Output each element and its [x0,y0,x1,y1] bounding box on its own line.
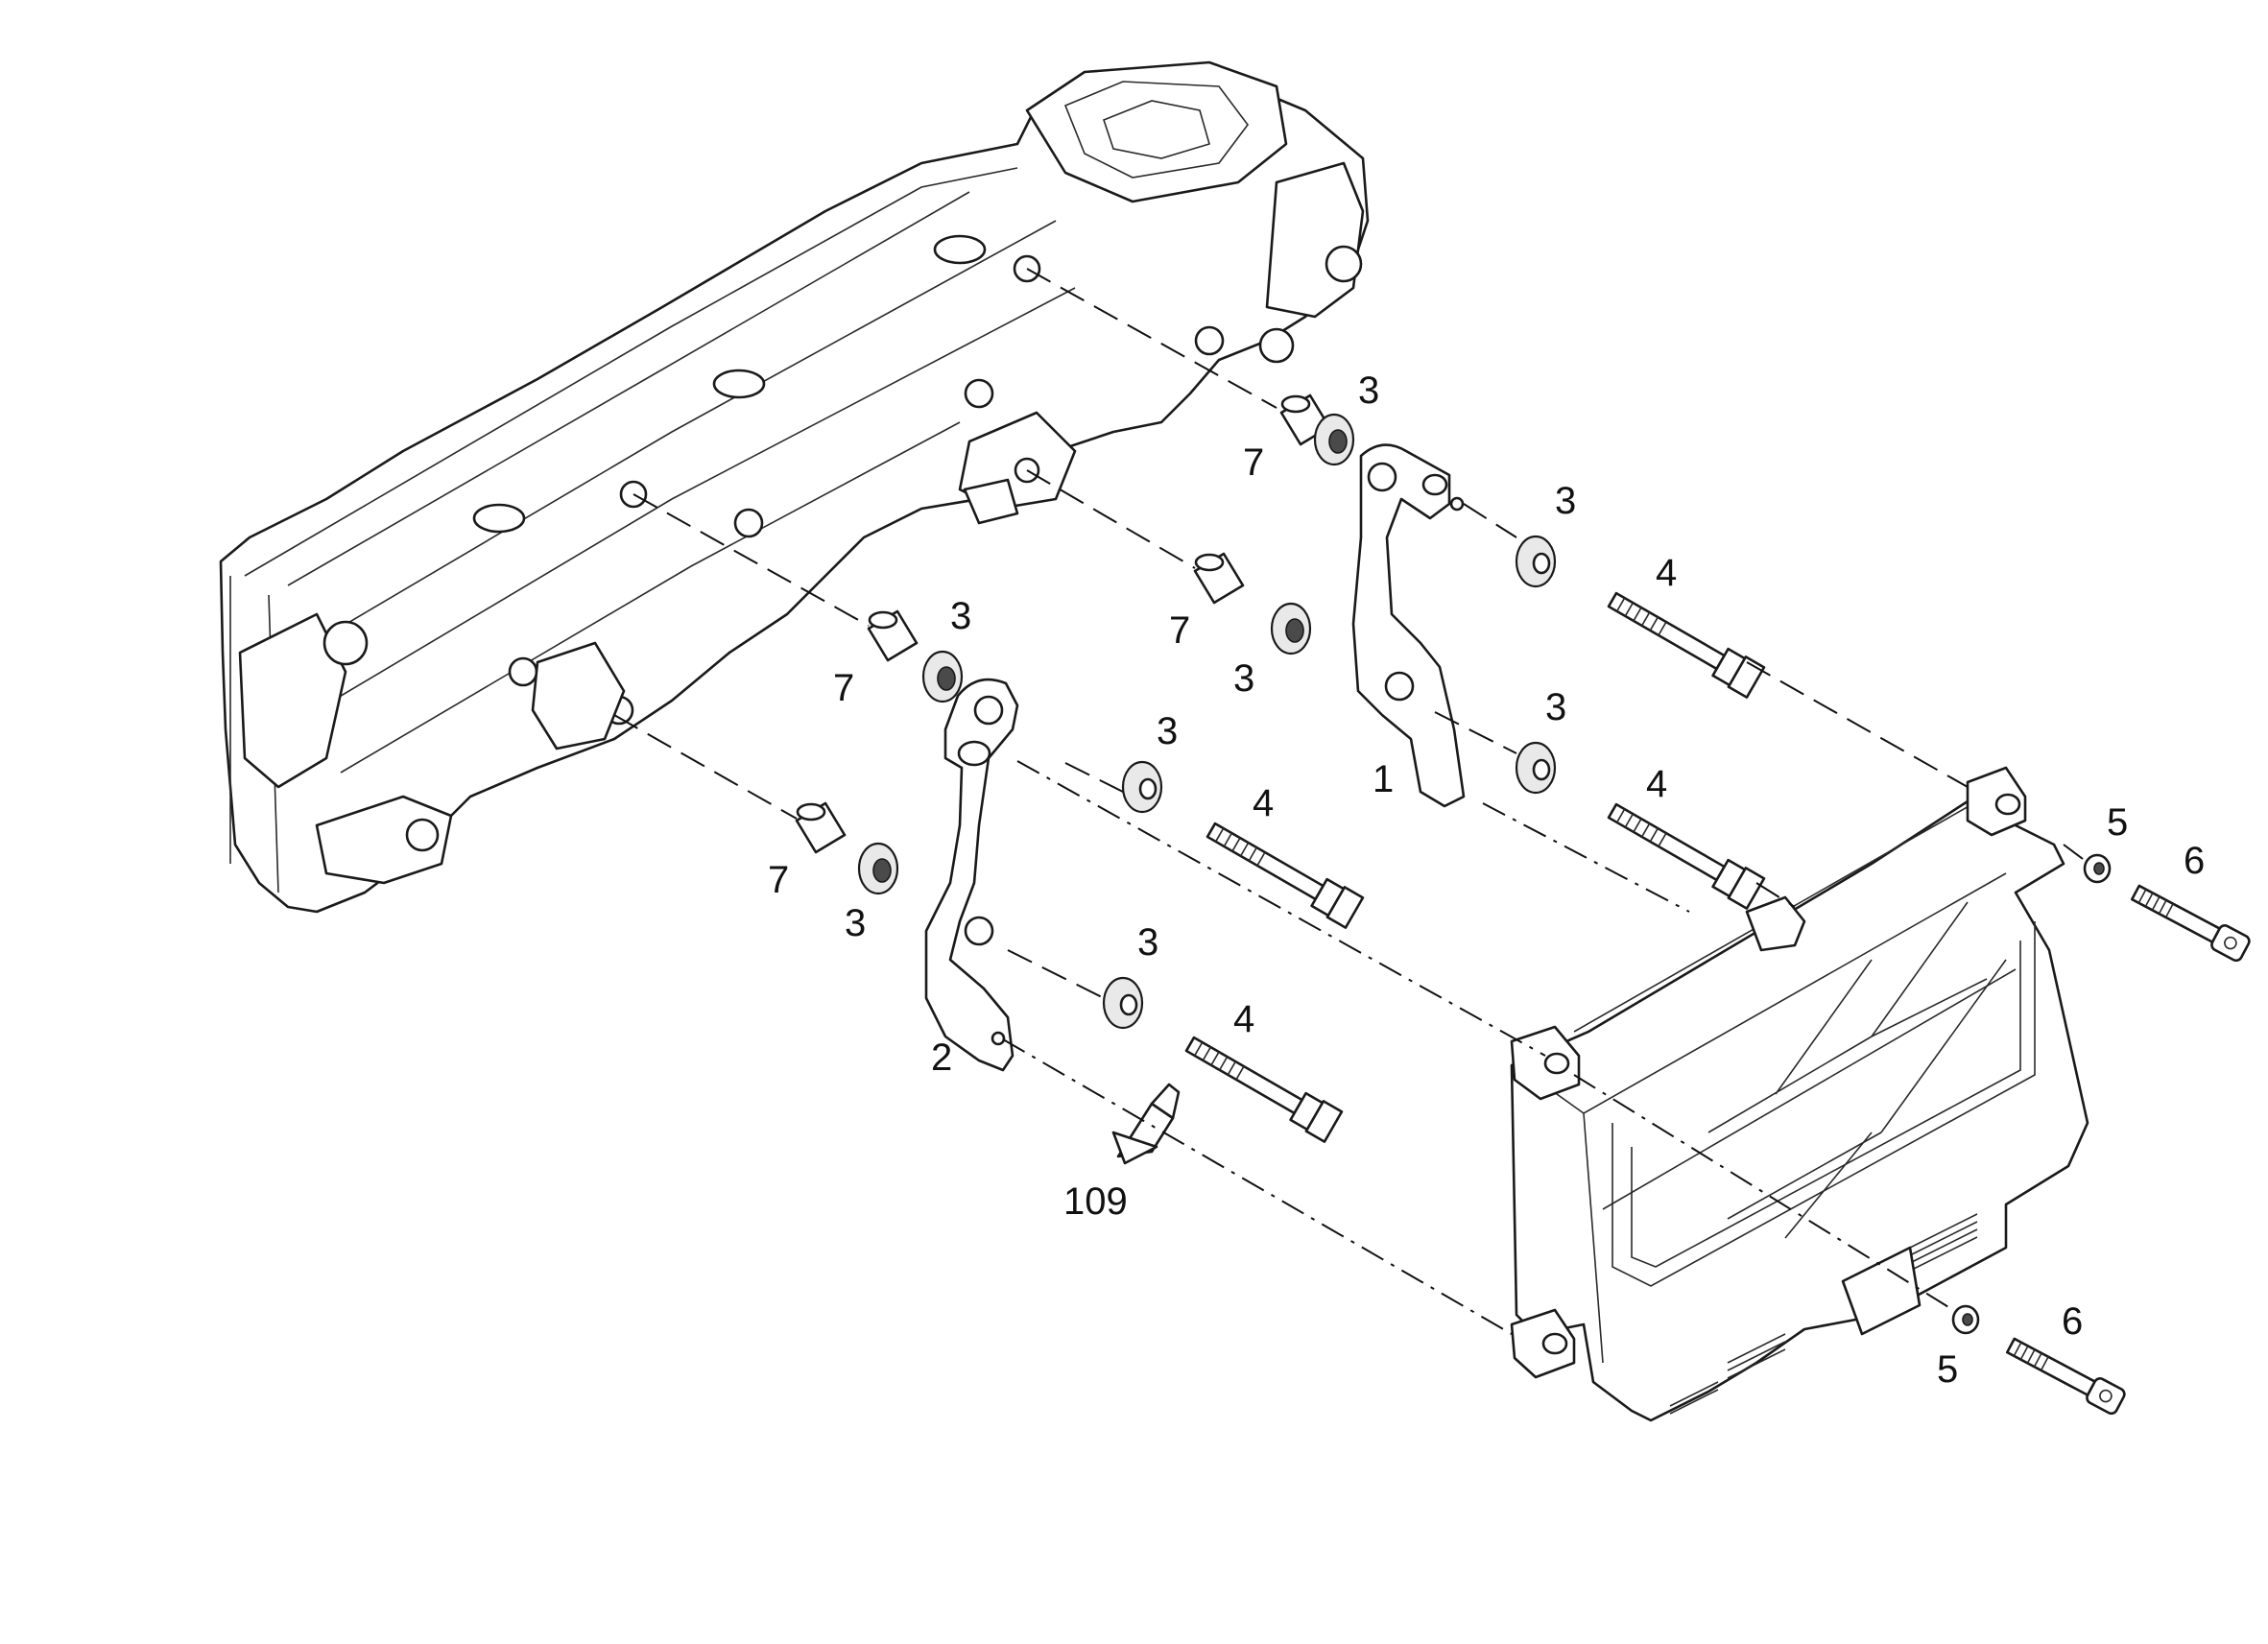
assembly-leader-lines [613,268,2084,1335]
callout-labels: 1 2 3 3 3 3 3 3 3 3 4 4 4 4 5 5 6 6 7 7 … [768,369,2205,1391]
callout-2: 2 [931,1036,952,1079]
callout-7: 7 [1169,609,1190,652]
bushing [1102,976,1144,1030]
bushing [1270,602,1312,655]
cooler-unit [1510,766,2089,1422]
cap-screws [2005,884,2251,1416]
callout-5: 5 [2107,801,2128,844]
bolt [1607,591,1766,699]
bushing [857,842,899,895]
callout-6: 6 [2184,840,2205,882]
callout-4: 4 [1233,998,1254,1040]
callout-5: 5 [1937,1348,1958,1391]
callout-6: 6 [2062,1300,2083,1343]
cap-screw [2130,884,2251,963]
callout-4: 4 [1253,782,1274,824]
callout-3: 3 [1233,657,1254,700]
spacer [795,801,847,854]
washers [1951,853,2112,1335]
washer [1951,1304,1980,1335]
bushing [1313,413,1355,466]
callout-3: 3 [1555,480,1576,522]
rubber-bushings [857,413,1557,1030]
axle-housing [219,60,1370,914]
callout-7: 7 [1243,441,1264,484]
sealant-tube-icon [1111,1083,1181,1165]
callout-3: 3 [1358,369,1379,412]
bushing [1515,535,1557,588]
spacer-parts [795,393,1331,854]
callout-7: 7 [768,859,789,901]
callout-1: 1 [1373,758,1394,800]
callout-3: 3 [1157,710,1178,752]
bolt [1206,822,1365,929]
flange-bolts [1184,591,1766,1143]
callout-3: 3 [1137,921,1158,964]
callout-109: 109 [1063,1180,1128,1223]
callout-3: 3 [950,595,971,637]
callout-4: 4 [1656,552,1677,594]
bracket-2 [924,678,1019,1072]
bolt [1607,802,1766,910]
bracket-1 [1351,443,1466,808]
bolt [1184,1036,1344,1143]
bushing [921,650,964,703]
spacer [867,609,919,662]
callout-7: 7 [833,667,854,709]
cap-screw [2005,1337,2126,1416]
callout-4: 4 [1646,763,1667,805]
washer [2083,853,2112,884]
callout-3: 3 [845,902,866,944]
spacer [1193,552,1245,605]
bushing [1515,741,1557,795]
callout-3: 3 [1545,686,1566,728]
bushing [1121,760,1163,814]
